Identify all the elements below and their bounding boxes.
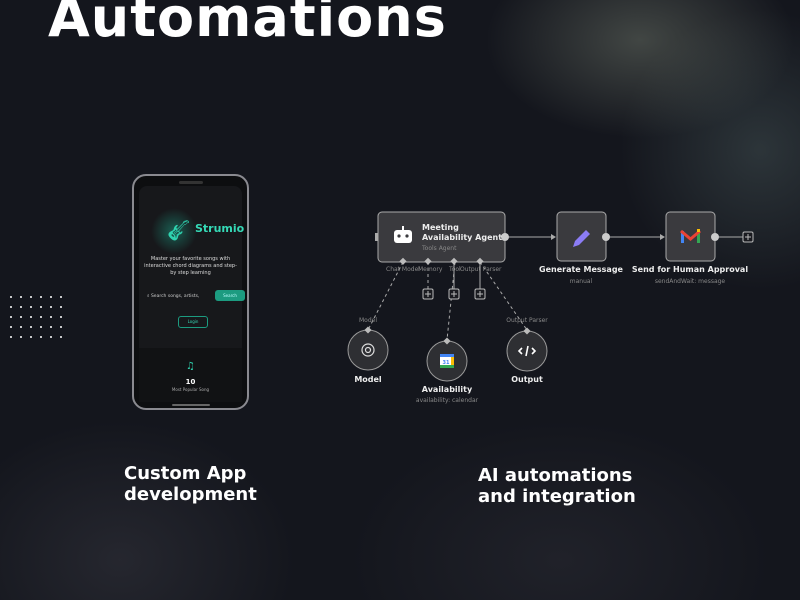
node-send-for-human-approval[interactable]: Send for Human Approval sendAndWait: mes… — [632, 211, 748, 285]
node-subtitle: manual — [570, 278, 593, 285]
app-tagline: Master your favorite songs with interact… — [144, 256, 237, 276]
node-title: Availability Agent — [422, 233, 502, 242]
node-generate-message[interactable]: Generate Message manual — [539, 211, 624, 285]
music-note-icon: ♫ — [186, 361, 195, 372]
port-label: Model — [359, 317, 377, 324]
stat-label: Most Popular Song — [171, 387, 210, 392]
code-icon — [517, 345, 537, 357]
page-title: Automations — [48, 0, 447, 49]
phone-notch — [179, 181, 203, 184]
add-buttons — [422, 231, 754, 300]
node-output[interactable]: Output Parser Output — [506, 317, 548, 384]
guitar-icon: 🎸︎ — [166, 218, 192, 242]
port-label: Output Parser — [506, 317, 548, 324]
search-button[interactable]: Search — [215, 290, 245, 301]
stat-value: 10 — [185, 378, 196, 386]
openai-icon — [361, 343, 375, 357]
node-subtitle: sendAndWait: message — [655, 278, 726, 285]
node-model[interactable]: Model Model — [347, 317, 389, 384]
caption-line: development — [124, 484, 257, 505]
connections — [367, 236, 744, 341]
gmail-icon — [680, 229, 701, 243]
node-meeting-availability-agent[interactable]: Meeting Availability Agent Tools Agent C… — [375, 211, 509, 273]
node-title: Generate Message — [539, 265, 624, 274]
search-placeholder: Search songs, artists, — [150, 294, 200, 299]
caption-ai-automations: AI automations and integration — [478, 465, 636, 507]
calendar-day: 31 — [443, 360, 450, 366]
search-input[interactable]: ⌕ Search songs, artists, — [147, 294, 200, 299]
node-title: Availability — [422, 385, 473, 394]
port-label-memory: Memory — [418, 266, 443, 273]
port-label-chat-model: Chat Model — [386, 266, 420, 273]
add-tool-button[interactable] — [448, 288, 460, 300]
google-calendar-icon: 31 — [440, 354, 454, 368]
port-label-tool: Tool — [448, 266, 461, 273]
add-output-parser-button[interactable] — [474, 288, 486, 300]
stats-section — [139, 348, 242, 402]
node-title: Model — [354, 375, 382, 384]
caption-line: AI automations — [478, 465, 633, 486]
node-title: Output — [511, 375, 543, 384]
decorative-dot-grid — [10, 296, 70, 338]
node-subtitle: availability: calendar — [416, 397, 479, 404]
node-title: Send for Human Approval — [632, 265, 748, 274]
add-next-node-button[interactable] — [742, 231, 754, 243]
node-title: Meeting — [422, 223, 459, 232]
caption-line: and integration — [478, 486, 636, 507]
add-memory-button[interactable] — [422, 288, 434, 300]
phone-mockup: 🎸︎ Strumio Master your favorite songs wi… — [132, 174, 249, 410]
logo-glow — [151, 208, 197, 254]
robot-icon — [394, 226, 412, 243]
node-subtitle: Tools Agent — [421, 245, 457, 252]
app-name: Strumio — [195, 222, 245, 235]
app-screen: 🎸︎ Strumio Master your favorite songs wi… — [139, 186, 245, 402]
home-indicator — [172, 404, 210, 406]
node-availability[interactable]: 31 Availability availability: calendar — [416, 337, 479, 404]
caption-custom-app: Custom App development — [124, 463, 257, 505]
caption-line: Custom App — [124, 463, 247, 484]
login-button[interactable]: Login — [178, 316, 208, 328]
port-label-output-parser: Output Parser — [460, 266, 502, 273]
pencil-icon — [573, 230, 590, 247]
